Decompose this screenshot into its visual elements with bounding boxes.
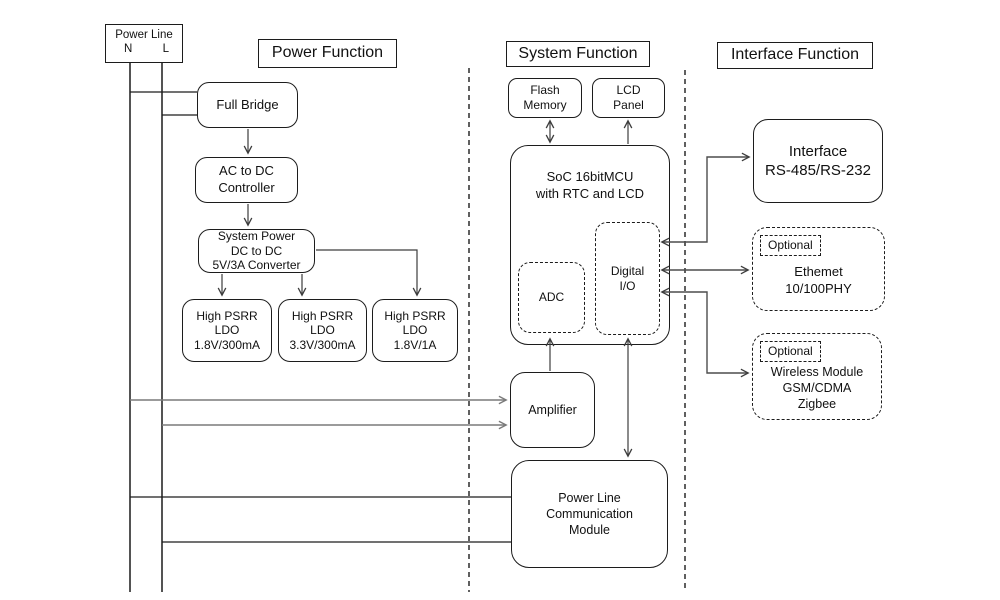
interface-function-header: Interface Function [717, 42, 873, 69]
ldo2-line1: High PSRR [291, 308, 354, 323]
ldo2-line3: 3.3V/300mA [289, 337, 356, 352]
adc-block: ADC [518, 262, 585, 333]
soc-box: SoC 16bitMCU with RTC and LCD [510, 145, 670, 345]
amplifier-label: Amplifier [528, 403, 577, 417]
plc-module-box: Power Line Communication Module [511, 460, 668, 568]
rs-line2: RS-485/RS-232 [765, 162, 871, 179]
power-line-box: Power Line N L [105, 24, 183, 63]
lcd-line1: LCD [616, 83, 641, 98]
digital-io-block: Digital I/O [595, 222, 660, 335]
flash-line2: Memory [523, 98, 567, 112]
ethernet-line2: 10/100PHY [785, 280, 852, 296]
terminal-n-label: N [124, 43, 133, 56]
lcd-line2: Panel [613, 98, 644, 112]
ldo3-line3: 1.8V/1A [393, 337, 437, 352]
wireless-line3: Zigbee [797, 397, 837, 411]
flash-memory-box: Flash Memory [508, 78, 582, 118]
dc-dc-converter-box: System Power DC to DC 5V/3A Converter [198, 229, 315, 273]
plc-line2: Communication [546, 507, 633, 521]
lcd-panel-box: LCD Panel [592, 78, 665, 118]
converter-line1: System Power [217, 229, 296, 244]
power-line-terminals: N L [106, 42, 182, 56]
ac-dc-line2: Controller [218, 180, 275, 195]
system-function-header: System Function [506, 41, 650, 67]
arrow-dio-wireless-bidir [660, 287, 750, 378]
wireless-line2: GSM/CDMA [782, 381, 852, 395]
wireless-line1: Wireless Module [770, 365, 864, 379]
ac-dc-line1: AC to DC [219, 163, 274, 179]
plc-line1: Power Line [558, 491, 621, 505]
converter-line2: DC to DC [230, 243, 283, 258]
ac-dc-controller-box: AC to DC Controller [195, 157, 298, 203]
arrow-converter-to-ldo3 [316, 249, 422, 297]
rs-interface-box: Interface RS-485/RS-232 [753, 119, 883, 203]
ldo2-line2: LDO [310, 323, 335, 338]
full-bridge-box: Full Bridge [197, 82, 298, 128]
ldo3-line2: LDO [402, 323, 428, 338]
soc-line1: SoC 16bitMCU [546, 169, 634, 184]
rs-line1: Interface [788, 142, 848, 160]
soc-line2: with RTC and LCD [535, 185, 645, 201]
ldo-1v8-1a-box: High PSRR LDO 1.8V/1A [372, 299, 458, 362]
system-function-label: System Function [518, 44, 638, 62]
power-line-title: Power Line [115, 29, 173, 41]
interface-function-label: Interface Function [730, 46, 860, 64]
arrow-dio-rs-interface-bidir [660, 152, 751, 247]
dio-line2: I/O [619, 278, 636, 293]
ethernet-box: Optional Ethemet 10/100PHY [752, 227, 885, 311]
power-function-label: Power Function [271, 44, 384, 62]
power-function-header: Power Function [258, 39, 397, 68]
wireless-optional-tag: Optional [760, 341, 821, 363]
ethernet-optional-tag: Optional [760, 235, 821, 257]
ldo1-line2: LDO [214, 323, 240, 338]
flash-line1: Flash [530, 83, 560, 98]
adc-label: ADC [538, 290, 565, 305]
full-bridge-label: Full Bridge [216, 96, 279, 112]
ldo3-line1: High PSRR [384, 308, 446, 323]
ldo-1v8-300ma-box: High PSRR LDO 1.8V/300mA [182, 299, 272, 362]
wireless-module-box: Optional Wireless Module GSM/CDMA Zigbee [752, 333, 882, 420]
ldo1-line3: 1.8V/300mA [193, 337, 261, 352]
converter-line3: 5V/3A Converter [212, 258, 301, 273]
ldo1-line1: High PSRR [196, 308, 258, 323]
plc-line3: Module [569, 523, 610, 537]
terminal-l-label: L [162, 43, 169, 56]
amplifier-box: Amplifier [510, 372, 595, 448]
dio-line1: Digital [610, 263, 645, 278]
ldo-3v3-300ma-box: High PSRR LDO 3.3V/300mA [278, 299, 367, 362]
ethernet-line1: Ethemet [794, 264, 843, 279]
